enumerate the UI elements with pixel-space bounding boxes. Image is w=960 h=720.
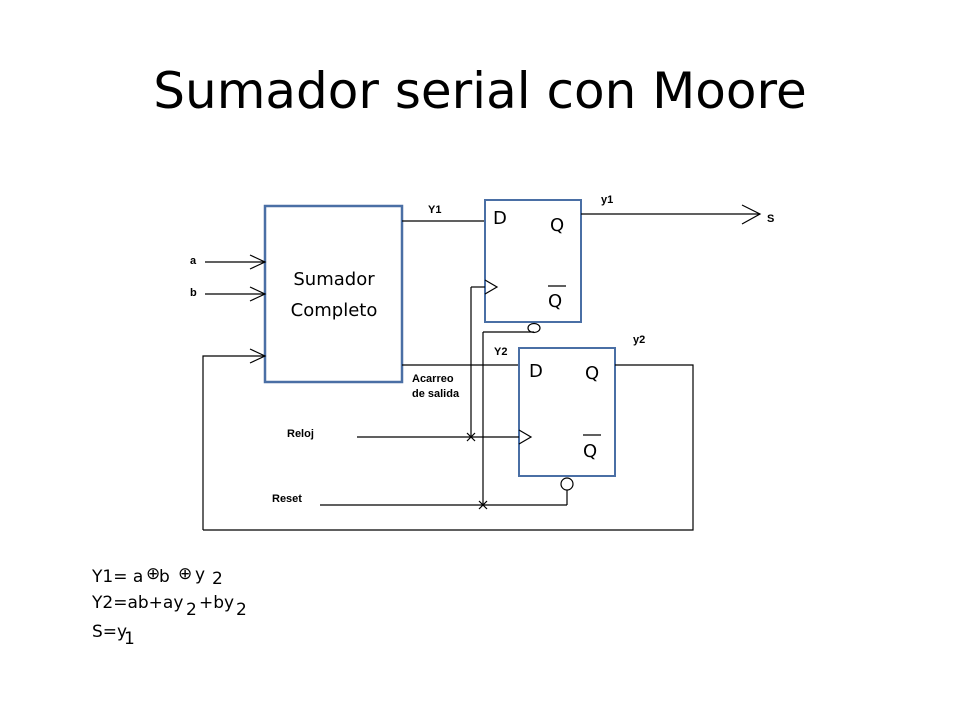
clock-label: Reloj [287,428,314,440]
svg-text:2: 2 [236,600,247,620]
equation-2: Y2=ab+ay 2 +by 2 [91,593,247,620]
svg-text:+by: +by [199,593,234,613]
ff1-d-label: D [493,208,507,229]
equation-3: S=y 1 [92,622,135,649]
svg-text:Y2=ab+ay: Y2=ab+ay [91,593,183,613]
output-S-label: S [767,213,774,225]
input-b-arrow [249,286,267,302]
svg-text:2: 2 [212,569,223,589]
full-adder-label-line1: Sumador [293,269,375,290]
svg-text:Y1= a: Y1= a [91,567,143,587]
ff2-d-label: D [529,361,543,382]
y2-feedback-wire [450,364,694,531]
carry-out-label-line2: de salida [412,388,460,400]
svg-text:⊕: ⊕ [178,564,192,584]
full-adder-block [263,204,404,384]
signal-y2-label: y2 [633,334,645,346]
flipflop-2 [518,347,616,477]
input-b-label: b [190,287,197,299]
svg-text:S=y: S=y [92,622,127,642]
input-a-arrow [249,254,267,270]
signal-Y2-label: Y2 [494,346,507,358]
full-adder-label-line2: Completo [291,300,378,321]
ff2-clock-triangle [518,429,533,445]
carry-feedback-wire [202,355,265,530]
ff1-reset-bubble [527,322,541,334]
carry-feedback-arrow [249,348,267,364]
svg-text:y: y [195,565,205,585]
carry-out-label-line1: Acarreo [412,373,454,385]
equation-1: Y1= a ⊕ b ⊕ y 2 [91,564,223,589]
flipflop-1 [484,199,582,323]
reset-junction-mark [478,500,488,510]
page-title: Sumador serial con Moore [153,62,807,120]
ff1-clock-triangle [484,279,499,295]
svg-text:1: 1 [124,629,135,649]
signal-Y1-label: Y1 [428,204,441,216]
reset-label: Reset [272,493,302,505]
svg-text:2: 2 [186,600,197,620]
input-a-label: a [190,255,197,267]
svg-text:b: b [159,567,170,587]
ff2-reset-bubble [560,477,574,491]
clock-junction-mark [466,432,476,442]
ff1-qbar-label: Q [548,291,562,312]
svg-text:⊕: ⊕ [146,564,160,584]
S-output-arrow [741,204,762,225]
ff2-q-label: Q [585,363,599,384]
ff2-qbar-label: Q [583,441,597,462]
ff1-q-label: Q [550,215,564,236]
signal-y1-label: y1 [601,194,613,206]
